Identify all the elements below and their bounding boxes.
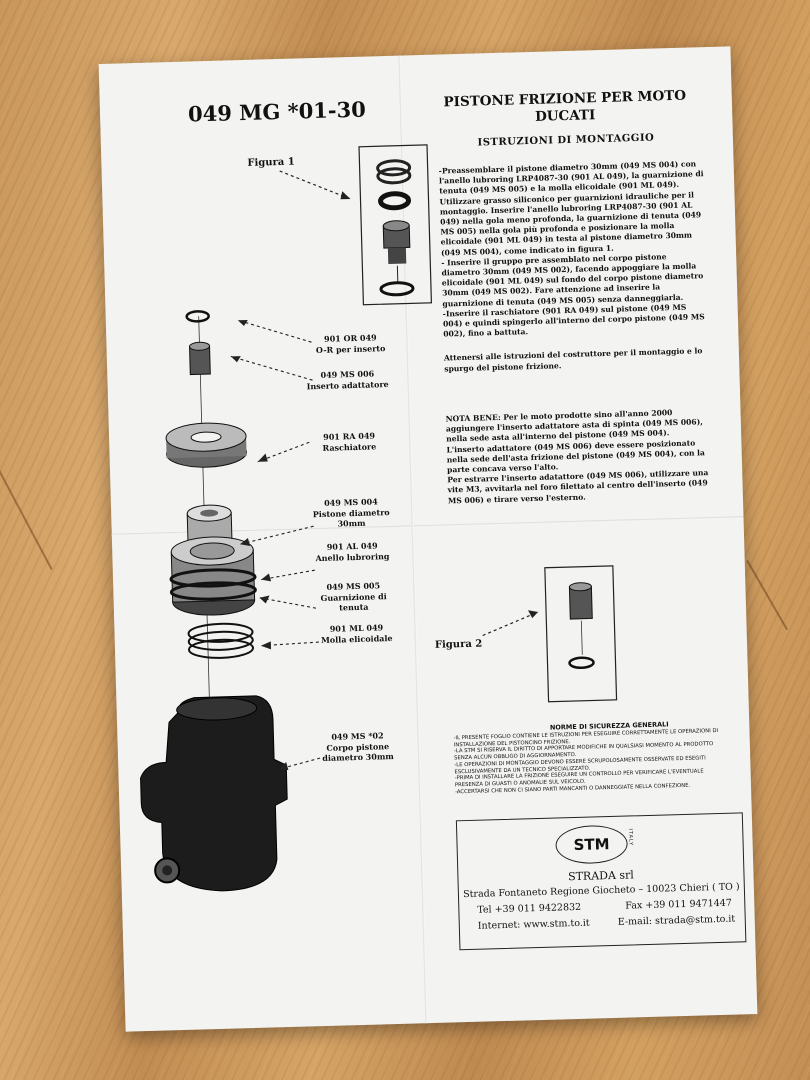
company-website: Internet: www.stm.to.it	[477, 917, 590, 932]
figure2-diagram	[482, 565, 618, 703]
exploded-view-diagram	[140, 310, 321, 892]
company-info-box: STM ITALY STRADA srl Strada Fontaneto Re…	[455, 812, 747, 951]
stm-logo: STM	[555, 824, 629, 865]
company-tel: Tel +39 011 9422832	[477, 901, 582, 916]
floor-seam	[746, 560, 788, 631]
safety-rules: -IL PRESENTE FOGLIO CONTIENE LE ISTRUZIO…	[453, 728, 723, 796]
figure1-diagram	[279, 144, 433, 306]
floor-seam	[0, 470, 53, 570]
company-fax: Fax +39 011 9471447	[625, 897, 732, 912]
instruction-sheet: 049 MG *01-30 PISTONE FRIZIONE PER MOTO …	[98, 46, 758, 1032]
company-email: E-mail: strada@stm.to.it	[617, 913, 736, 928]
italy-mark: ITALY	[627, 828, 634, 847]
